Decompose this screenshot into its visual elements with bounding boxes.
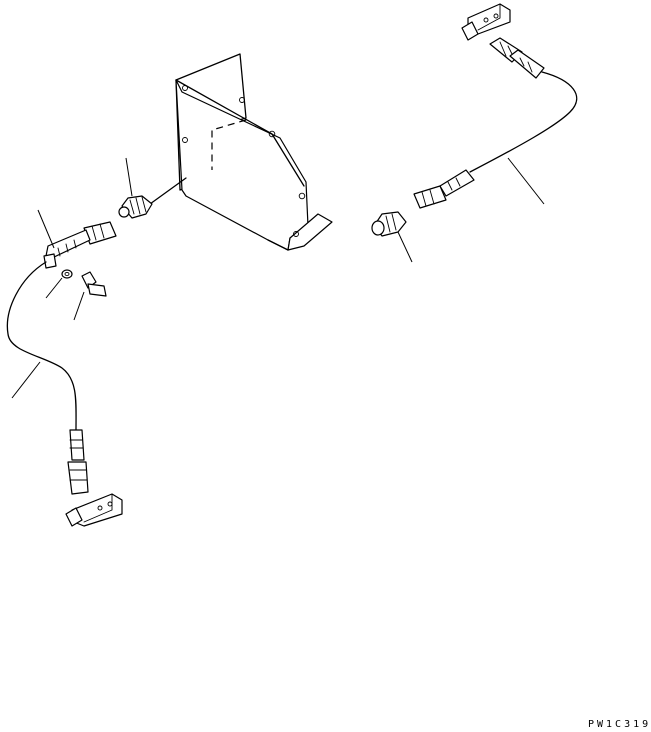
left-pressure-sensor — [118, 177, 187, 219]
leader-lines — [11, 157, 545, 399]
right-harness — [371, 3, 578, 237]
mounting-bracket — [175, 53, 333, 251]
figure-code: PW1C319 — [588, 719, 651, 730]
left-harness — [6, 221, 123, 527]
